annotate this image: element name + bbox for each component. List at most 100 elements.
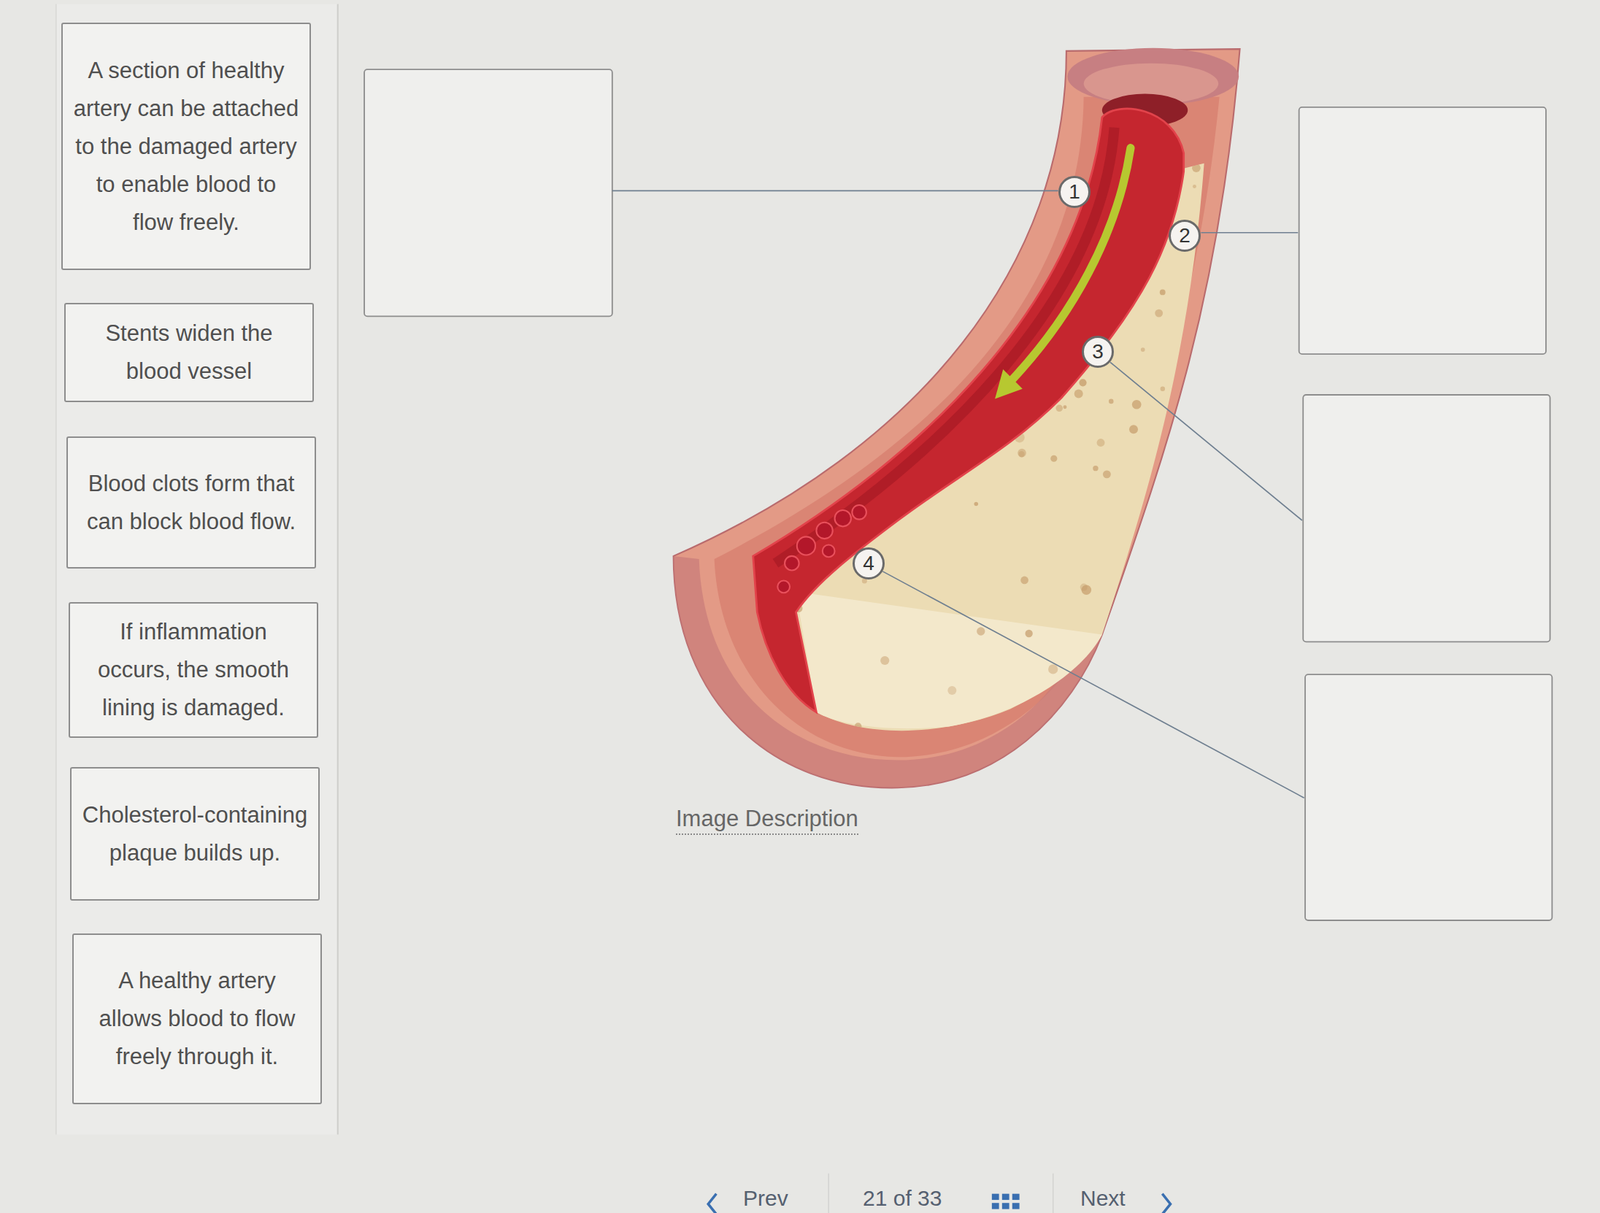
plaque-speck — [1130, 629, 1140, 639]
plaque-speck — [1189, 564, 1194, 570]
plaque-speck — [948, 397, 952, 402]
plaque-speck — [829, 182, 833, 186]
artery-middle-wall — [714, 97, 1220, 758]
plaque-speck — [1109, 718, 1118, 727]
artery-lumen — [753, 108, 1184, 713]
plaque-speck — [1108, 399, 1114, 405]
plaque-speck — [947, 686, 957, 695]
clot-cell — [851, 505, 867, 520]
answer-card: A healthy artery allows blood to flow fr… — [72, 933, 322, 1105]
plaque-speck — [1093, 670, 1098, 675]
clot-cell — [835, 510, 852, 527]
answer-card: Cholesterol-containing plaque builds up. — [70, 767, 320, 901]
flow-arrow — [1012, 148, 1131, 380]
clot-cell — [816, 522, 833, 539]
leader-line — [882, 571, 1304, 798]
plaque-speck — [1157, 657, 1168, 668]
card-text: Cholesterol-containing plaque builds up. — [81, 796, 309, 873]
plaque-speck — [955, 337, 959, 341]
answer-card: A section of healthy artery can be attac… — [61, 22, 311, 271]
plaque-speck — [854, 722, 863, 730]
plaque-speck — [1207, 270, 1215, 279]
plaque-speck — [928, 354, 933, 360]
plaque-cut-face — [795, 591, 1102, 729]
plaque-speck — [1194, 623, 1203, 632]
plaque-speck — [859, 167, 866, 174]
plaque-speck — [1074, 389, 1084, 399]
plaque-speck — [807, 391, 812, 397]
image-description-link: Image Description — [675, 804, 859, 836]
plaque-speck — [958, 322, 968, 333]
plaque-speck — [1078, 378, 1087, 387]
plaque-speck — [862, 289, 871, 299]
plaque-speck — [857, 332, 868, 344]
page-counter: 21 of 33 — [862, 1185, 942, 1212]
grid-icon — [991, 1194, 1020, 1210]
plaque-speck — [834, 340, 841, 348]
plaque-speck — [1017, 448, 1027, 458]
plaque-speck — [880, 656, 890, 665]
plaque-speck — [1090, 672, 1100, 682]
grid-cell — [1012, 1194, 1020, 1200]
drop-zone — [1305, 674, 1552, 921]
plaque-speck — [1176, 556, 1184, 565]
grid-cell — [1002, 1194, 1010, 1200]
plaque-speck — [1173, 622, 1182, 630]
plaque-speck — [1045, 158, 1055, 168]
card-text: A healthy artery allows blood to flow fr… — [83, 962, 311, 1076]
plaque-speck — [1154, 551, 1161, 558]
plaque-speck — [1025, 629, 1033, 638]
plaque-speck — [1127, 727, 1133, 733]
plaque-speck — [1208, 279, 1217, 287]
plaque-speck — [1063, 405, 1068, 409]
plaque-speck — [1050, 455, 1057, 463]
plaque-speck — [1038, 710, 1044, 716]
flow-arrowhead — [994, 369, 1023, 400]
plaque-speck — [1092, 465, 1098, 471]
clot-cell — [784, 556, 800, 571]
plaque-speck — [1172, 687, 1179, 694]
plaque-speck — [974, 327, 980, 333]
leader-line — [1110, 362, 1303, 521]
plaque-speck — [1154, 309, 1163, 318]
plaque-speck — [950, 318, 957, 325]
prev-button: Prev — [743, 1185, 789, 1212]
plaque-speck — [1077, 682, 1082, 687]
artery-outer-wall — [673, 48, 1241, 788]
card-panel — [56, 4, 338, 1136]
plaque-speck — [1080, 583, 1088, 592]
plaque-speck — [772, 228, 779, 235]
plaque-speck — [1162, 481, 1168, 487]
plaque-speck — [945, 260, 953, 268]
grid-cell — [991, 1194, 1000, 1200]
plaque-speck — [1122, 670, 1127, 675]
plaque-speck — [1159, 675, 1169, 685]
answer-card: Blood clots form that can block blood fl… — [66, 436, 317, 569]
nav-divider — [1052, 1173, 1054, 1213]
plaque-speck — [990, 223, 995, 228]
plaque-speck — [1020, 576, 1029, 585]
lumen-shade — [775, 127, 1114, 564]
plaque-speck — [1055, 405, 1063, 413]
plaque-speck — [826, 440, 830, 444]
plaque-speck — [848, 197, 854, 203]
plaque-speck — [1208, 399, 1217, 408]
blood-clot — [777, 505, 867, 593]
plaque-speck — [1129, 424, 1138, 434]
clot-cell — [797, 536, 816, 555]
plaque-speck — [791, 288, 797, 293]
grid-cell — [1012, 1202, 1020, 1209]
plaque-speck — [1183, 662, 1194, 673]
prev-chevron — [708, 1194, 717, 1213]
plaque-speck — [805, 150, 813, 158]
leader-line — [1200, 232, 1298, 234]
plaque-speck — [881, 281, 890, 289]
plaque-speck — [1110, 709, 1118, 717]
plaque-speck — [786, 251, 795, 260]
plaque-speck — [929, 197, 936, 203]
plaque-speck — [991, 170, 996, 175]
next-button: Next — [1080, 1185, 1126, 1212]
plaque-speck — [1167, 637, 1173, 644]
plaque-speck — [1053, 697, 1057, 700]
clot-cell — [777, 580, 790, 593]
